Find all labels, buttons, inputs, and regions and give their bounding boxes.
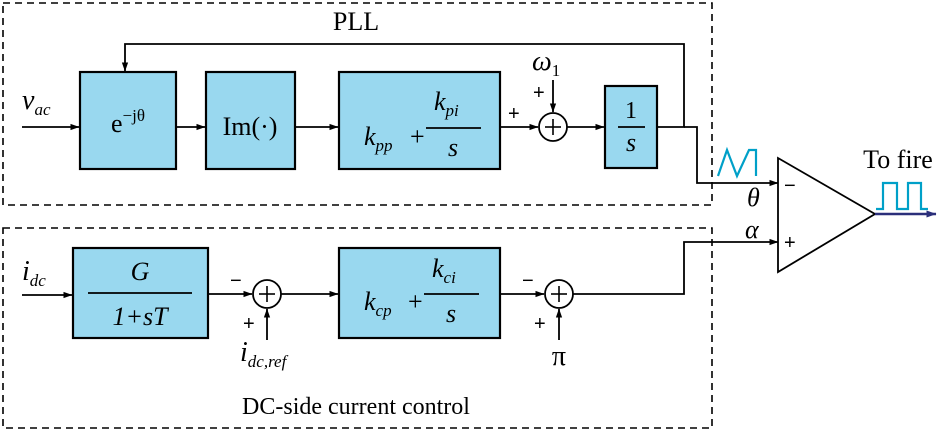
integrator-den: s bbox=[626, 128, 636, 157]
pi-dc-plus: + bbox=[408, 287, 423, 316]
sum-dc1-bottom-sign: + bbox=[243, 313, 255, 335]
sum-pll-top-sign: + bbox=[533, 82, 545, 104]
omega1-label: ω1 bbox=[532, 46, 560, 80]
im-block bbox=[204, 70, 297, 171]
theta-feedback-line bbox=[121, 43, 685, 128]
theta-label: θ bbox=[747, 183, 760, 212]
sum-dc1-left-sign: − bbox=[230, 270, 242, 292]
pi-pll-plus: + bbox=[410, 122, 425, 151]
sum-dc2-bottom-sign: + bbox=[534, 313, 546, 335]
idc-ref-label: idc,ref bbox=[240, 337, 289, 371]
idc-label: idc bbox=[22, 256, 46, 290]
pulse-waveform-icon bbox=[876, 181, 928, 211]
pi-dc-ki: kci bbox=[432, 254, 456, 287]
dc-control-title: DC-side current control bbox=[242, 394, 470, 420]
pi-pll-kp: kpp bbox=[364, 122, 393, 155]
im-label: Im(·) bbox=[223, 112, 278, 141]
rotation-label: e−jθ bbox=[111, 106, 145, 138]
sawtooth-waveform-icon bbox=[716, 146, 758, 179]
to-fire-label: To fire bbox=[863, 145, 933, 174]
filter-den: 1+sT bbox=[112, 302, 169, 331]
theta-to-comparator bbox=[684, 126, 779, 187]
pll-frame bbox=[2, 2, 713, 206]
pi-pll-ki: kpi bbox=[434, 87, 459, 120]
rotation-block bbox=[78, 70, 178, 171]
integrator-num: 1 bbox=[625, 98, 637, 124]
comparator-plus-sign: + bbox=[784, 232, 796, 254]
pi-dc-den: s bbox=[446, 299, 456, 328]
sum-pll-left-sign: + bbox=[508, 103, 520, 125]
pi-pll-den: s bbox=[448, 133, 458, 162]
pi-pll-block bbox=[337, 70, 502, 171]
pll-title: PLL bbox=[333, 7, 379, 36]
comparator-minus-sign: − bbox=[784, 175, 796, 197]
pi-dc-kp: kcp bbox=[364, 287, 392, 320]
pi-label: π bbox=[552, 341, 566, 372]
filter-num: G bbox=[131, 257, 150, 286]
alpha-to-comparator bbox=[573, 238, 779, 295]
comparator-block bbox=[777, 156, 877, 274]
dc-control-frame bbox=[2, 227, 713, 429]
vac-label: vac bbox=[22, 85, 51, 119]
sum-dc2-left-sign: − bbox=[522, 270, 534, 292]
pi-dc-block bbox=[337, 246, 502, 340]
alpha-label: α bbox=[745, 215, 760, 244]
